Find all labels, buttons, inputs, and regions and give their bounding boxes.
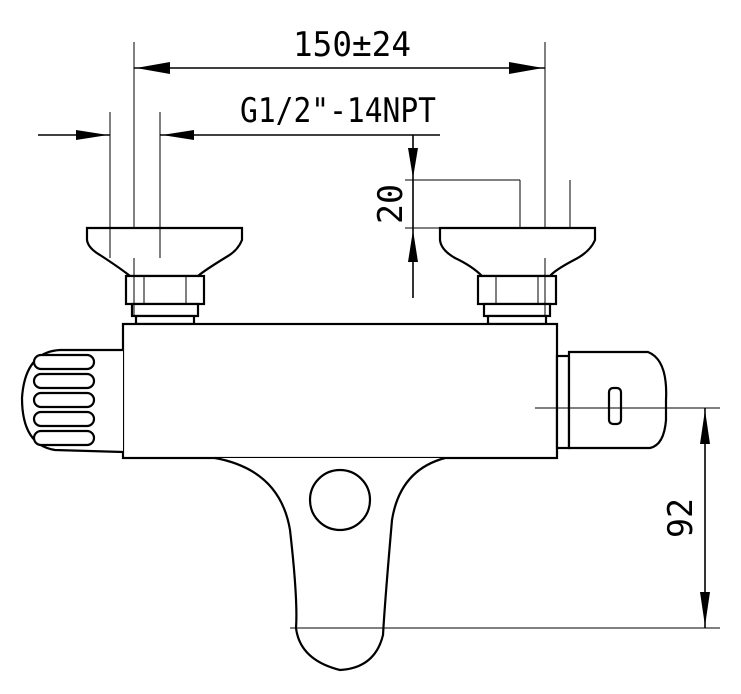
spout-knob-circle [308,468,372,532]
left-inlet-union [85,226,244,326]
mixer-body [121,322,559,460]
outlet-height-label: 92 [661,498,701,538]
arrowhead-left [136,62,170,74]
arrowhead-thread-right [162,130,194,140]
flow-handle [555,350,668,450]
inlet-height-label: 20 [371,184,411,224]
spacing-dimension: 150±24 [133,25,546,258]
arrowhead-20-top [408,148,418,178]
spacing-label: 150±24 [293,25,411,65]
outlet-height-dimension: 92 [535,407,720,628]
right-inlet-union [438,226,597,326]
arrowhead-thread-left [76,130,108,140]
arrowhead-92-top [700,410,710,444]
arrowhead-92-bottom [700,592,710,626]
inlet-height-dimension: 20 [371,135,521,298]
arrowhead-20-bottom [408,230,418,262]
arrowhead-right [509,62,543,74]
temperature-handle [20,348,124,454]
thread-dimension: G1/2"-14NPT [38,91,440,228]
thread-label: G1/2"-14NPT [240,91,436,131]
spout [214,456,720,672]
